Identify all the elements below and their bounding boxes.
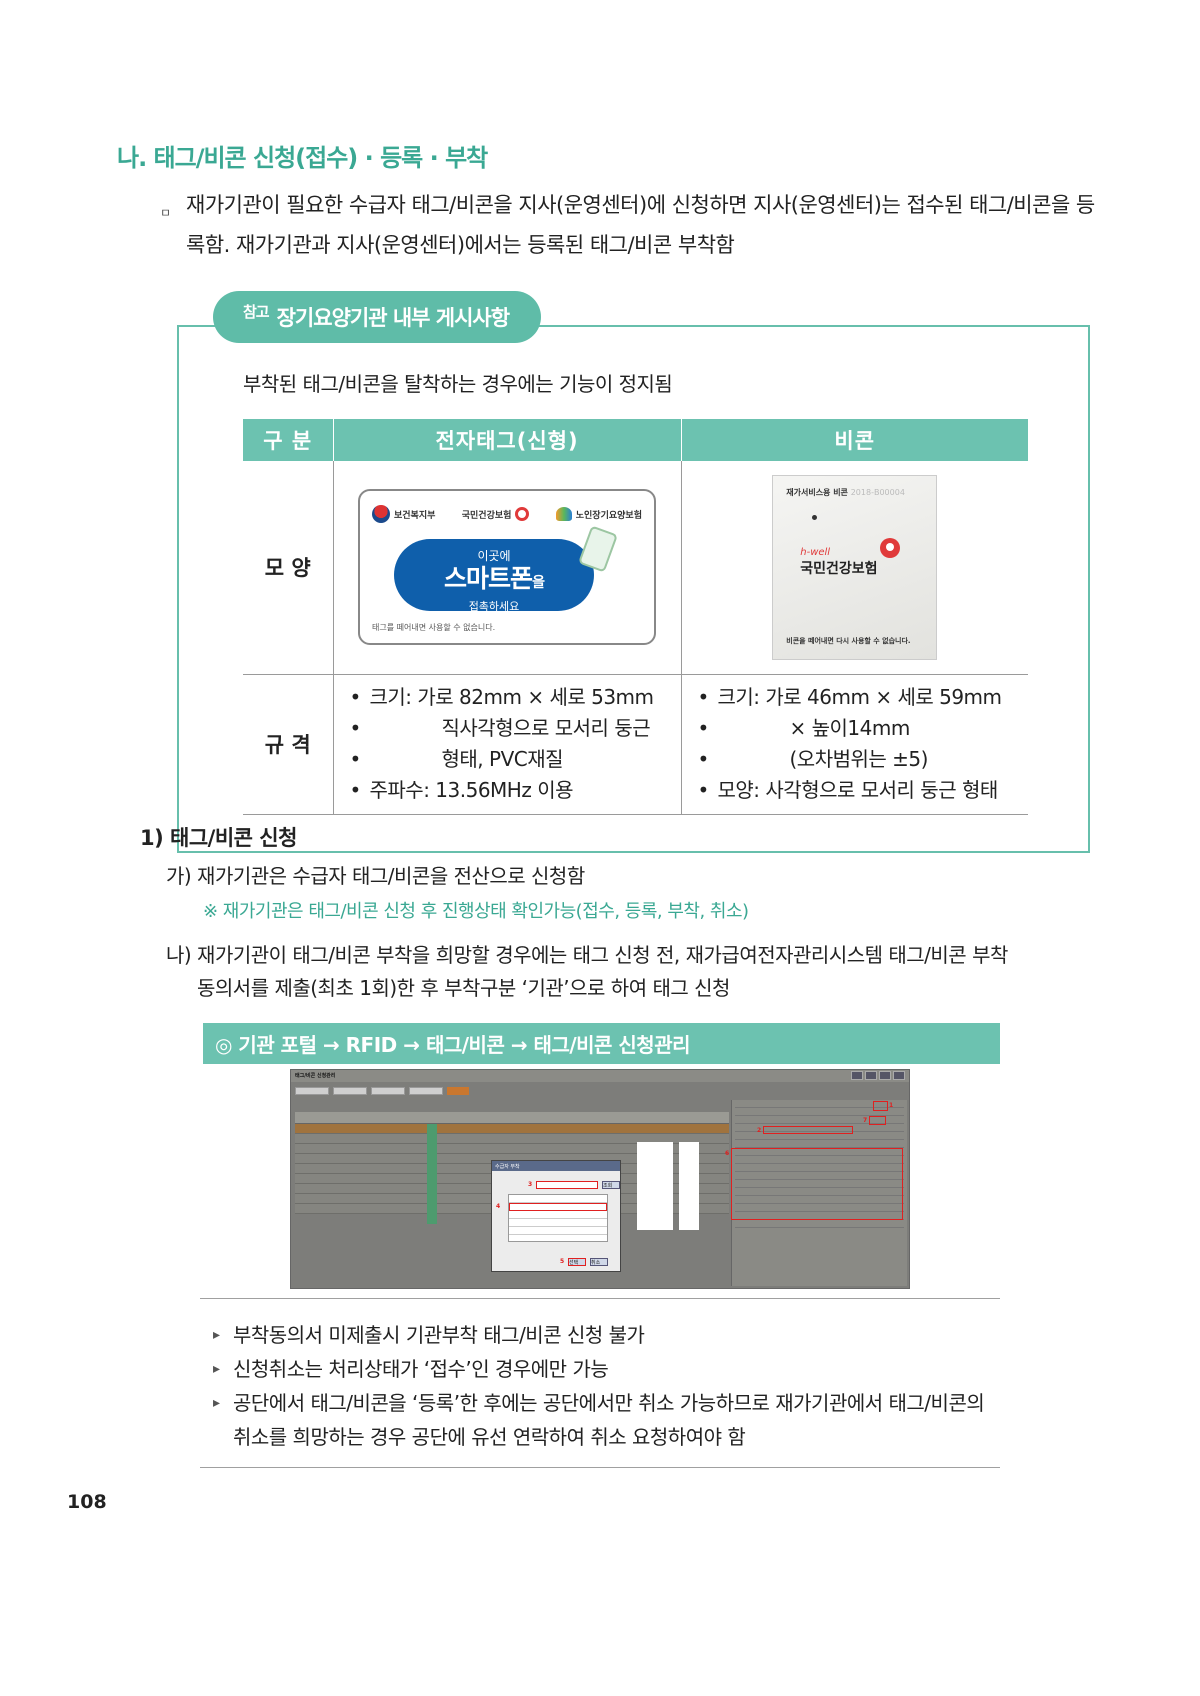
- reference-box: [177, 325, 1090, 853]
- marker-box-7: [869, 1116, 886, 1125]
- tag-size: 크기: 가로 82mm × 세로 53mm: [348, 682, 681, 713]
- spec-table: 구 분 전자태그(신형) 비콘 모 양 보건복지부 국민건강보험 노인장기요양보…: [243, 419, 1028, 815]
- tag-footer: 태그를 떼어내면 사용할 수 없습니다.: [372, 623, 496, 633]
- screenshot-filter-bar: [295, 1085, 735, 1096]
- tip-item: 부착동의서 미제출시 기관부착 태그/비콘 신청 불가: [213, 1318, 1003, 1352]
- dialog-ok-button: 선택: [568, 1258, 586, 1266]
- tag-image-cell: 보건복지부 국민건강보험 노인장기요양보험 이곳에 스마트폰을 접촉하세요 태그…: [332, 461, 681, 675]
- screenshot-dialog: 수급자 부착 조회 선택 취소 3 4 5: [491, 1160, 621, 1272]
- step-b-line2: 동의서를 제출(최초 1회)한 후 부착구분 ‘기관’으로 하여 태그 신청: [197, 976, 730, 1000]
- beacon-shape: 모양: 사각형으로 모서리 둥근 형태: [696, 775, 1029, 806]
- beacon-size: 크기: 가로 46mm × 세로 59mm: [696, 682, 1029, 713]
- tag-logos: 보건복지부 국민건강보험 노인장기요양보험: [372, 505, 642, 524]
- tag-line1: 이곳에: [477, 549, 511, 564]
- dialog-cancel-button: 취소: [590, 1258, 608, 1266]
- square-bullet-icon: ㅁ: [160, 206, 171, 220]
- step-b-line1: 나) 재가기관이 태그/비콘 부착을 희망할 경우에는 태그 신청 전, 재가급…: [166, 943, 1008, 967]
- menu-path-bar: ◎ 기관 포털 → RFID → 태그/비콘 → 태그/비콘 신청관리: [203, 1023, 1000, 1064]
- beacon-size-cont1: × 높이14mm: [696, 713, 1029, 744]
- shape-label: 모 양: [243, 461, 333, 675]
- tip-item-cont: 취소를 희망하는 경우 공단에 유선 연락하여 취소 요청하여야 함: [233, 1425, 746, 1449]
- spec-row: 규 격 크기: 가로 82mm × 세로 53mm 직사각형으로 모서리 둥근 …: [243, 674, 1029, 815]
- beacon-top-label: 재가서비스용 비콘 2018-B00004: [786, 487, 905, 497]
- marker-box-2: [763, 1126, 853, 1134]
- heart-icon: [880, 537, 901, 558]
- beacon-image-cell: 재가서비스용 비콘 2018-B00004 h-well 국민건강보험 비콘을 …: [680, 461, 1028, 675]
- electronic-tag-image: 보건복지부 국민건강보험 노인장기요양보험 이곳에 스마트폰을 접촉하세요 태그…: [358, 489, 656, 646]
- reference-note: 부착된 태그/비콘을 탈착하는 경우에는 기능이 정지됨: [243, 372, 673, 396]
- marker-4: 4: [496, 1203, 501, 1210]
- beacon-bottom-label: 비콘을 떼어내면 다시 사용할 수 없습니다.: [786, 636, 911, 645]
- tips-list: 부착동의서 미제출시 기관부착 태그/비콘 신청 불가 신청취소는 처리상태가 …: [213, 1318, 1003, 1454]
- screenshot-masked-area: [637, 1142, 673, 1230]
- ltc-logo: 노인장기요양보험: [555, 507, 642, 522]
- reference-tab: 참고 장기요양기관 내부 게시사항: [213, 291, 542, 343]
- nhis-logo: 국민건강보험: [462, 507, 530, 522]
- step-a-note: ※ 재가기관은 태그/비콘 신청 후 진행상태 확인가능(접수, 등록, 부착,…: [203, 901, 749, 922]
- tag-spec-cell: 크기: 가로 82mm × 세로 53mm 직사각형으로 모서리 둥근 형태, …: [332, 674, 681, 815]
- taegeuk-icon: [372, 505, 390, 524]
- header-beacon: 비콘: [680, 419, 1028, 461]
- marker-box-6: [731, 1148, 903, 1220]
- heart-icon: [515, 507, 530, 522]
- screenshot-window-title: 태그/비콘 신청관리: [295, 1073, 336, 1079]
- tag-size-cont2: 형태, PVC재질: [348, 744, 681, 775]
- reference-tab-title: 장기요양기관 내부 게시사항: [276, 306, 510, 330]
- dialog-search-button: 조회: [602, 1181, 620, 1189]
- apply-heading: 1) 태그/비콘 신청: [140, 826, 297, 850]
- screenshot-masked-area: [679, 1142, 699, 1230]
- marker-5: 5: [560, 1258, 565, 1265]
- section-title: 나. 태그/비콘 신청(접수) · 등록 · 부착: [117, 144, 488, 172]
- step-a: 가) 재가기관은 수급자 태그/비콘을 전산으로 신청함: [166, 864, 585, 888]
- led-icon: [812, 514, 818, 520]
- system-screenshot: 태그/비콘 신청관리 1 2 7 6 수급자 부착 조회 선택 취소 3 4: [290, 1069, 910, 1289]
- dialog-search-field: [536, 1181, 598, 1189]
- marker-6: 6: [725, 1150, 730, 1157]
- ministry-logo: 보건복지부: [372, 505, 435, 524]
- tag-line3: 접촉하세요: [468, 600, 520, 614]
- marker-7: 7: [863, 1117, 868, 1124]
- dialog-table: [508, 1194, 608, 1242]
- beacon-spec-cell: 크기: 가로 46mm × 세로 59mm × 높이14mm (오차범위는 ±5…: [680, 674, 1029, 815]
- marker-box-1: [873, 1101, 888, 1111]
- reference-tab-small: 참고: [243, 302, 270, 321]
- page-number: 108: [67, 1491, 107, 1513]
- tip-item: 신청취소는 처리상태가 ‘접수’인 경우에만 가능: [213, 1352, 1003, 1386]
- beacon-brand: h-well 국민건강보험: [800, 546, 878, 577]
- shape-row: 모 양 보건복지부 국민건강보험 노인장기요양보험 이곳에 스마트폰을 접촉하세…: [243, 461, 1028, 675]
- marker-2: 2: [757, 1127, 762, 1134]
- dialog-title: 수급자 부착: [492, 1161, 620, 1171]
- header-tag: 전자태그(신형): [332, 419, 681, 461]
- divider-bottom: [200, 1467, 1000, 1468]
- spec-table-header: 구 분 전자태그(신형) 비콘: [243, 419, 1028, 461]
- beacon-image: 재가서비스용 비콘 2018-B00004 h-well 국민건강보험 비콘을 …: [772, 474, 938, 660]
- screenshot-titlebar: 태그/비콘 신청관리: [291, 1070, 909, 1082]
- intro-text: 재가기관이 필요한 수급자 태그/비콘을 지사(운영센터)에 신청하면 지사(운…: [186, 193, 1095, 257]
- tag-size-cont1: 직사각형으로 모서리 둥근: [348, 713, 681, 744]
- tip-item: 공단에서 태그/비콘을 ‘등록’한 후에는 공단에서만 취소 가능하므로 재가기…: [213, 1386, 1003, 1420]
- tag-line2: 스마트폰을: [444, 564, 545, 594]
- tag-pill: 이곳에 스마트폰을 접촉하세요: [394, 539, 594, 614]
- tag-frequency: 주파수: 13.56MHz 이용: [348, 775, 681, 806]
- spec-label: 규 격: [243, 674, 333, 815]
- divider-top: [200, 1298, 1000, 1299]
- header-category: 구 분: [243, 419, 333, 461]
- screenshot-detail-panel: [731, 1100, 907, 1286]
- screenshot-window-buttons: [851, 1071, 905, 1080]
- screenshot-search-button: [447, 1086, 469, 1095]
- beacon-size-cont2: (오차범위는 ±5): [696, 744, 1029, 775]
- leaf-icon: [555, 507, 572, 522]
- screenshot-status-column: [427, 1124, 437, 1224]
- marker-3: 3: [528, 1181, 533, 1188]
- intro-paragraph: ㅁ 재가기관이 필요한 수급자 태그/비콘을 지사(운영센터)에 신청하면 지사…: [160, 185, 1100, 265]
- marker-1: 1: [889, 1102, 894, 1109]
